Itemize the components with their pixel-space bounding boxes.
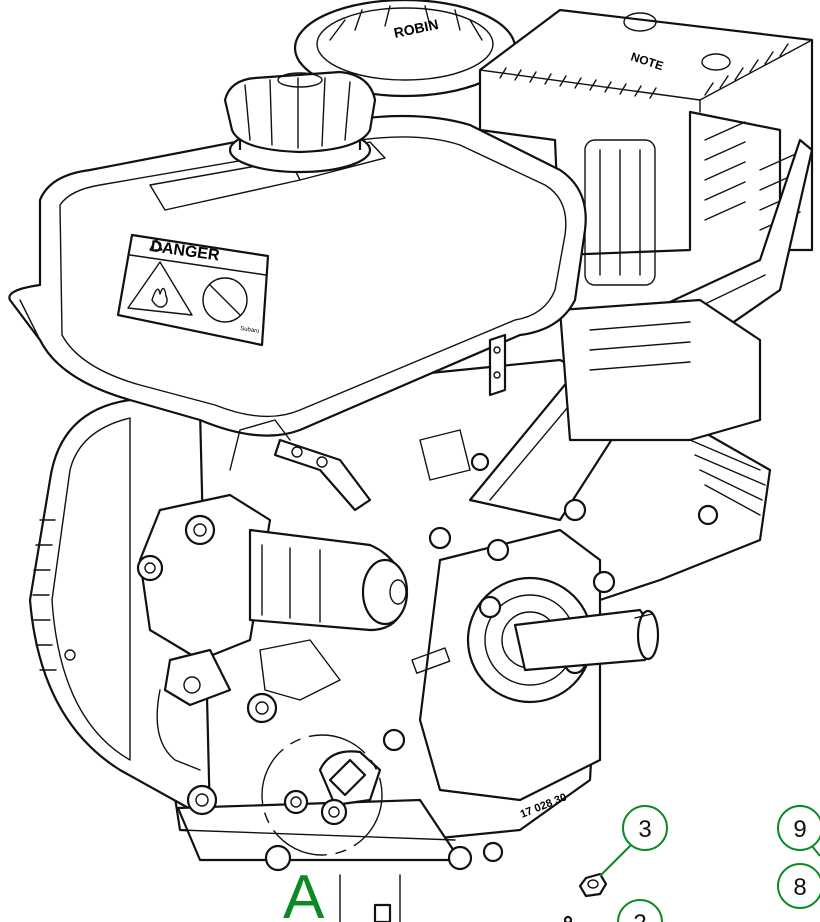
washer (563, 915, 573, 922)
carburetor-linkage (229, 333, 507, 512)
flame-icon (151, 287, 168, 308)
callout-2-number: 2 (633, 910, 646, 922)
no-smoking-icon (202, 277, 248, 323)
callout-9-number: 9 (793, 816, 806, 843)
callout-9: 9 (777, 805, 820, 851)
starter-motor (136, 493, 409, 724)
warning-label: DANGER Subaru (116, 233, 270, 347)
hex-nut (578, 872, 608, 898)
callout-2: 2 (617, 899, 663, 922)
callout-3-leader (599, 843, 633, 877)
callout-3-number: 3 (638, 816, 651, 843)
warning-triangle-icon (149, 238, 163, 251)
callout-9-leader (811, 845, 820, 857)
callout-8: 8 (777, 863, 820, 909)
flame-hazard-icon (127, 261, 193, 316)
detail-a-circle (261, 734, 383, 856)
callout-3: 3 (622, 805, 668, 851)
detail-label-a: A (283, 863, 325, 922)
fuel-cap (223, 70, 377, 174)
crankshaft (513, 608, 660, 672)
oil-drain-plug (283, 750, 382, 826)
svg-text:Subaru: Subaru (240, 326, 260, 335)
flywheel-cover (28, 398, 212, 822)
callout-8-number: 8 (793, 874, 806, 901)
